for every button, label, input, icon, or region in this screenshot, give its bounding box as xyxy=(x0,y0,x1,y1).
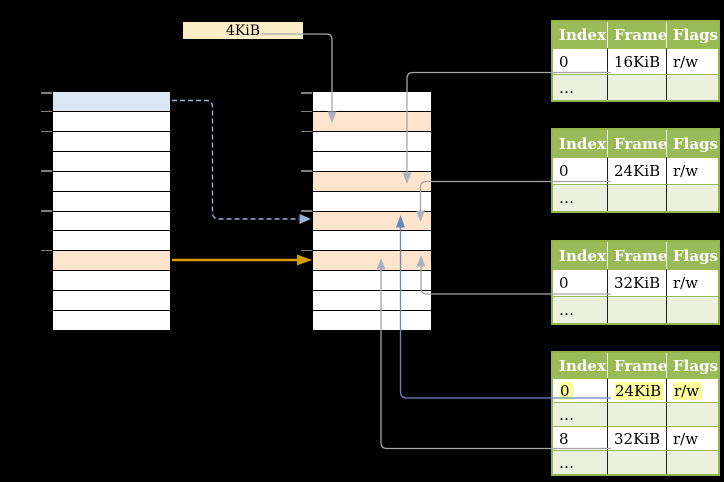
page-size-label: 4KiB xyxy=(183,22,303,39)
memory-row-left-10 xyxy=(53,270,170,291)
virtual-memory-column xyxy=(41,91,171,331)
memory-row-middle-3 xyxy=(313,130,431,151)
table-cell-page-table-3-r2c3 xyxy=(667,296,718,323)
column-header-frame: Frame xyxy=(608,130,667,157)
memory-row-left-2 xyxy=(53,110,170,131)
memory-row-middle-6 xyxy=(313,190,431,211)
table-cell-page-table-3-r1c2: 32KiB xyxy=(608,269,667,296)
memory-row-left-1 xyxy=(53,92,170,111)
column-header-flags: Flags xyxy=(667,242,718,269)
memory-row-left-5 xyxy=(53,170,170,191)
table-cell-page-table-1-r1c2: 16KiB xyxy=(608,48,667,74)
memory-row-middle-4 xyxy=(313,150,431,171)
address-tick-mark xyxy=(301,170,312,172)
address-tick-mark xyxy=(41,110,52,113)
table-cell-page-table-4-r1c3: r/w xyxy=(667,378,718,402)
table-cell-page-table-1-r2c3 xyxy=(667,74,718,100)
address-tick-mark xyxy=(301,130,312,133)
memory-row-left-7 xyxy=(53,210,170,231)
column-header-frame: Frame xyxy=(608,353,667,378)
arrowhead-dashed-icon xyxy=(299,214,311,224)
address-tick-mark xyxy=(301,210,312,212)
memory-row-left-11 xyxy=(53,290,170,311)
memory-row-middle-1 xyxy=(313,92,431,111)
memory-row-middle-8 xyxy=(313,230,431,251)
memory-row-middle-2 xyxy=(313,110,431,131)
memory-row-middle-5 xyxy=(313,170,431,191)
address-tick-mark xyxy=(41,170,52,172)
column-header-flags: Flags xyxy=(667,353,718,378)
table-cell-page-table-4-r2c1: … xyxy=(553,402,608,426)
table-cell-page-table-2-r1c3: r/w xyxy=(667,157,718,184)
column-header-frame: Frame xyxy=(608,242,667,269)
address-tick-mark xyxy=(301,110,312,113)
table-cell-page-table-2-r2c2 xyxy=(608,184,667,211)
highlighted-cell-text: 24KiB xyxy=(614,381,665,400)
column-header-frame: Frame xyxy=(608,22,667,48)
table-cell-page-table-3-r2c2 xyxy=(608,296,667,323)
address-tick-mark xyxy=(41,210,52,212)
address-tick-mark xyxy=(301,249,312,252)
memory-row-left-12 xyxy=(53,310,170,331)
table-cell-page-table-3-r1c1: 0 xyxy=(553,269,608,296)
column-header-index: Index xyxy=(553,130,608,157)
address-tick-mark xyxy=(301,92,312,94)
column-header-flags: Flags xyxy=(667,22,718,48)
column-header-index: Index xyxy=(553,242,608,269)
page-size-label-text: 4KiB xyxy=(225,22,261,39)
table-cell-page-table-2-r2c1: … xyxy=(553,184,608,211)
table-cell-page-table-1-r1c1: 0 xyxy=(553,48,608,74)
memory-row-left-3 xyxy=(53,130,170,151)
memory-row-left-4 xyxy=(53,150,170,171)
table-cell-page-table-3-r1c3: r/w xyxy=(667,269,718,296)
table-cell-page-table-4-r4c2 xyxy=(608,450,667,474)
memory-row-middle-12 xyxy=(313,310,431,331)
table-cell-page-table-2-r1c1: 0 xyxy=(553,157,608,184)
highlighted-cell-text: 0 xyxy=(559,381,573,400)
highlighted-cell-text: r/w xyxy=(673,381,703,400)
table-cell-page-table-2-r1c2: 24KiB xyxy=(608,157,667,184)
address-tick-mark xyxy=(41,249,52,252)
physical-memory-column xyxy=(301,91,432,331)
memory-row-left-6 xyxy=(53,190,170,211)
table-cell-page-table-4-r3c2: 32KiB xyxy=(608,426,667,450)
table-cell-page-table-1-r1c3: r/w xyxy=(667,48,718,74)
memory-row-middle-10 xyxy=(313,270,431,291)
table-cell-page-table-4-r3c3: r/w xyxy=(667,426,718,450)
table-cell-page-table-2-r2c3 xyxy=(667,184,718,211)
column-header-flags: Flags xyxy=(667,130,718,157)
column-header-index: Index xyxy=(553,22,608,48)
table-cell-page-table-1-r2c2 xyxy=(608,74,667,100)
table-cell-page-table-4-r2c3 xyxy=(667,402,718,426)
table-cell-page-table-4-r1c1: 0 xyxy=(553,378,608,402)
table-cell-page-table-4-r1c2: 24KiB xyxy=(608,378,667,402)
table-cell-page-table-4-r4c1: … xyxy=(553,450,608,474)
table-cell-page-table-1-r2c1: … xyxy=(553,74,608,100)
memory-row-left-8 xyxy=(53,230,170,251)
table-cell-page-table-4-r2c2 xyxy=(608,402,667,426)
column-header-index: Index xyxy=(553,353,608,378)
memory-row-left-9 xyxy=(53,250,170,271)
memory-row-middle-9 xyxy=(313,250,431,271)
memory-row-middle-7 xyxy=(313,210,431,231)
memory-row-middle-11 xyxy=(313,290,431,311)
arrow-virtual-page-to-frame-dashed xyxy=(172,99,299,220)
arrowhead-gold-icon xyxy=(297,254,312,266)
table-cell-page-table-3-r2c1: … xyxy=(553,296,608,323)
table-cell-page-table-4-r3c1: 8 xyxy=(553,426,608,450)
address-tick-mark xyxy=(41,92,52,94)
address-tick-mark xyxy=(41,130,52,133)
table-cell-page-table-4-r4c3 xyxy=(667,450,718,474)
